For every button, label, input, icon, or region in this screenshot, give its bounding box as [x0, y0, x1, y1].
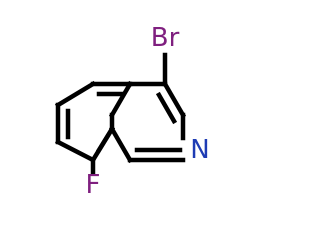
nitrogen-atom-label: N	[190, 135, 209, 165]
bond-c8-c8a-inner	[95, 125, 116, 154]
bond-c4a-c8a	[108, 80, 134, 119]
bond-c7-c8	[54, 138, 97, 164]
fluorine-atom-label: F	[86, 170, 101, 200]
bond-c5-c6	[54, 80, 97, 109]
bond-c1-c8a	[108, 125, 134, 164]
bromine-atom-label: Br	[151, 23, 180, 53]
bond-c4-c3-inner	[155, 91, 178, 125]
bond-c4-c3	[161, 80, 187, 119]
molecule-structure-diagram: Br N F	[54, 23, 210, 200]
